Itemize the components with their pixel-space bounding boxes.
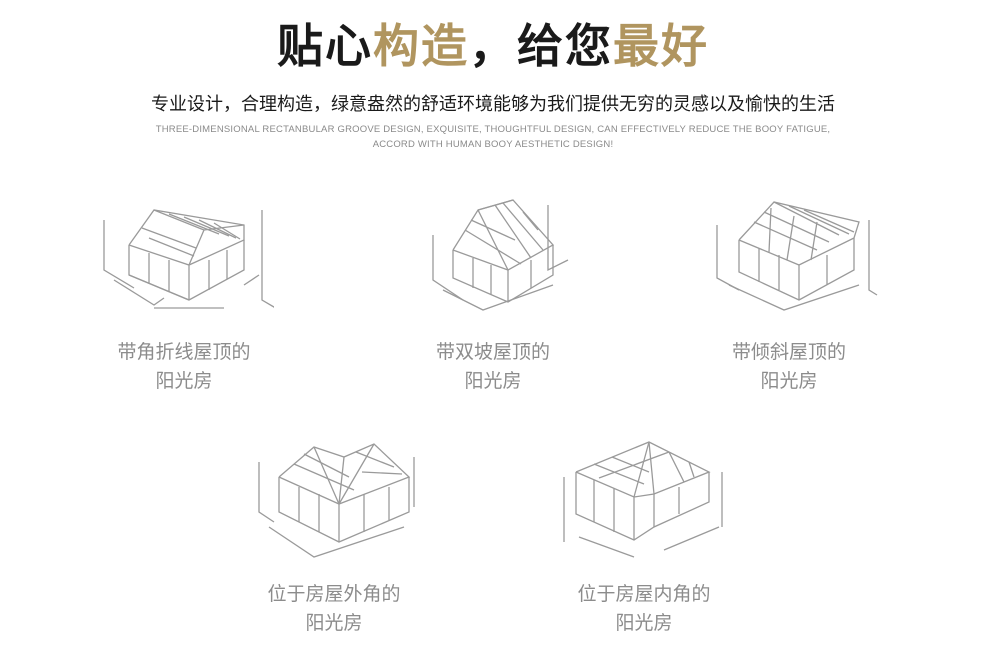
sunroom-type-inner-corner: 位于房屋内角的 阳光房 <box>544 432 744 634</box>
english-line-1: THREE-DIMENSIONAL RECTANBULAR GROOVE DES… <box>155 124 831 135</box>
caption-line-1: 位于房屋外角的 <box>267 583 401 605</box>
headline-part-3: ，给您 <box>469 19 613 73</box>
headline-part-4: 最好 <box>613 19 709 73</box>
subtitle: 专业设计，合理构造，绿意盎然的舒适环境能够为我们提供无穷的灵感以及愉快的生活 <box>151 94 835 115</box>
folded-roof-sunroom-icon <box>103 209 274 309</box>
sloped-roof-sunroom-icon <box>716 201 878 311</box>
caption-line-1: 带角折线屋顶的 <box>117 341 251 363</box>
caption-line-1: 位于房屋内角的 <box>577 583 711 605</box>
caption-line-2: 阳光房 <box>155 370 213 392</box>
headline-part-2: 构造 <box>373 19 469 73</box>
caption-line-2: 阳光房 <box>760 370 818 392</box>
sunroom-type-outer-corner: 位于房屋外角的 阳光房 <box>234 432 434 634</box>
gable-roof-sunroom-icon <box>432 199 569 311</box>
sunroom-type-folded-roof: 带角折线屋顶的 阳光房 <box>84 190 284 392</box>
caption-line-2: 阳光房 <box>305 612 363 634</box>
caption-line-2: 阳光房 <box>615 612 673 634</box>
outer-corner-sunroom-icon <box>258 443 415 558</box>
inner-corner-sunroom-icon <box>563 441 723 558</box>
headline: 贴心构造，给您最好 <box>0 16 986 76</box>
caption-line-1: 带倾斜屋顶的 <box>731 341 846 363</box>
headline-part-1: 贴心 <box>277 19 373 73</box>
caption-line-2: 阳光房 <box>464 370 522 392</box>
sunroom-type-gable-roof: 带双坡屋顶的 阳光房 <box>393 190 593 392</box>
english-line-2: ACCORD WITH HUMAN BOOY AESTHETIC DESIGN! <box>372 139 614 150</box>
english-description: THREE-DIMENSIONAL RECTANBULAR GROOVE DES… <box>110 122 876 152</box>
caption-line-1: 带双坡屋顶的 <box>435 341 550 363</box>
sunroom-type-sloped-roof: 带倾斜屋顶的 阳光房 <box>689 190 889 392</box>
